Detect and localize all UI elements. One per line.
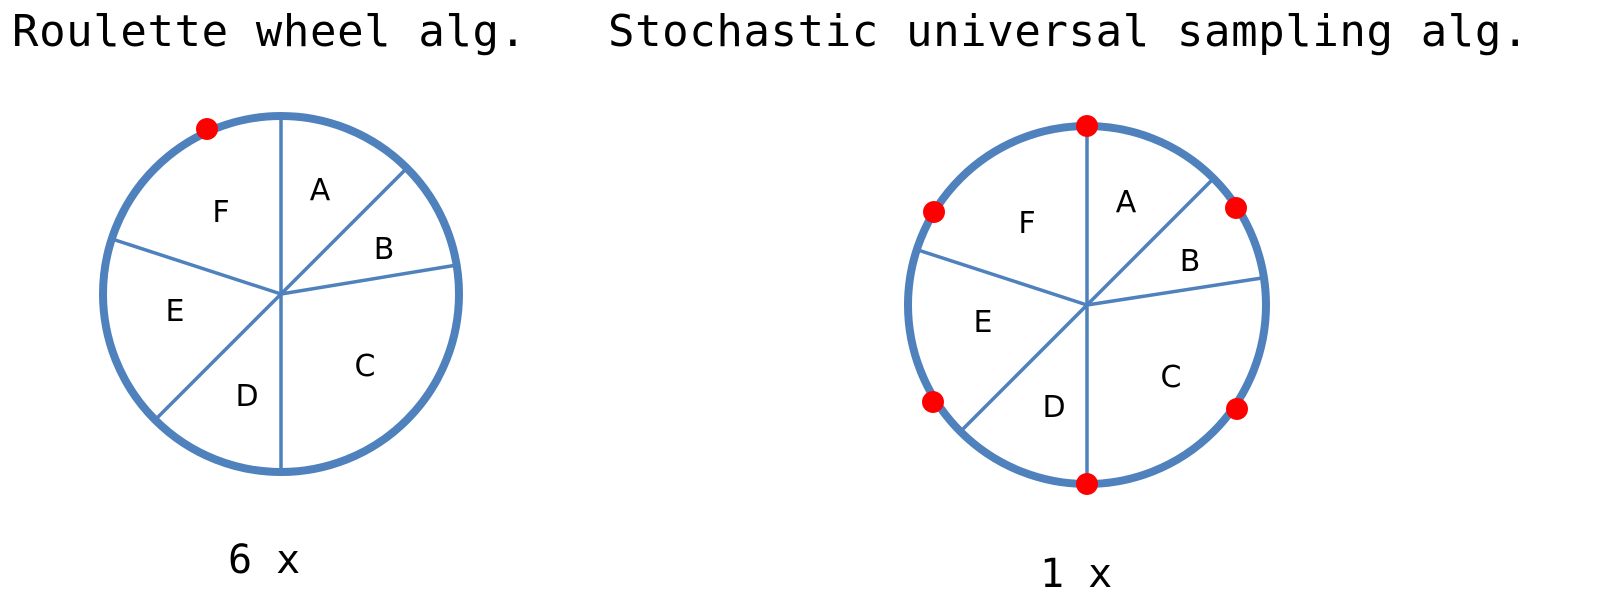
divider-e-f — [916, 248, 1089, 307]
segment-label-e: E — [166, 294, 185, 329]
sus-wheel-dividers — [916, 124, 1264, 486]
sus-pointers — [922, 115, 1248, 495]
selection-pointer — [1076, 473, 1098, 495]
selection-pointer — [1226, 398, 1248, 420]
selection-pointer — [923, 201, 945, 223]
divider-b-c — [1085, 276, 1264, 307]
selection-pointer — [1076, 115, 1098, 137]
divider-a-b — [1085, 177, 1215, 307]
divider-d-e — [959, 303, 1089, 433]
sus-title: Stochastic universal sampling alg. — [608, 6, 1530, 57]
segment-label-b: B — [1180, 244, 1201, 279]
divider-e-f — [110, 237, 283, 296]
selection-pointer — [922, 391, 944, 413]
roulette-wheel-title: Roulette wheel alg. — [12, 6, 527, 57]
segment-label-f: F — [1018, 206, 1035, 241]
segment-label-c: C — [355, 349, 376, 384]
divider-d-e — [153, 292, 283, 422]
segment-label-d: D — [1042, 390, 1065, 425]
segment-label-a: A — [1116, 185, 1137, 220]
selection-pointer — [196, 118, 218, 140]
divider-a-b — [279, 166, 409, 296]
sus-wheel: A B C D E F — [904, 115, 1270, 495]
roulette-wheel-dividers — [110, 114, 459, 474]
segment-label-a: A — [310, 173, 331, 208]
sus-spin-count: 1 x — [1040, 551, 1113, 597]
roulette-wheel: A B C D E F — [99, 112, 463, 476]
segment-label-e: E — [974, 305, 993, 340]
segment-label-f: F — [212, 195, 229, 230]
segment-label-b: B — [374, 232, 395, 267]
sus-wheel-labels: A B C D E F — [974, 185, 1201, 425]
segment-label-c: C — [1161, 360, 1182, 395]
roulette-wheel-labels: A B C D E F — [166, 173, 395, 414]
selection-pointer — [1225, 197, 1247, 219]
divider-b-c — [279, 263, 459, 296]
segment-label-d: D — [235, 379, 258, 414]
roulette-spin-count: 6 x — [228, 537, 301, 583]
